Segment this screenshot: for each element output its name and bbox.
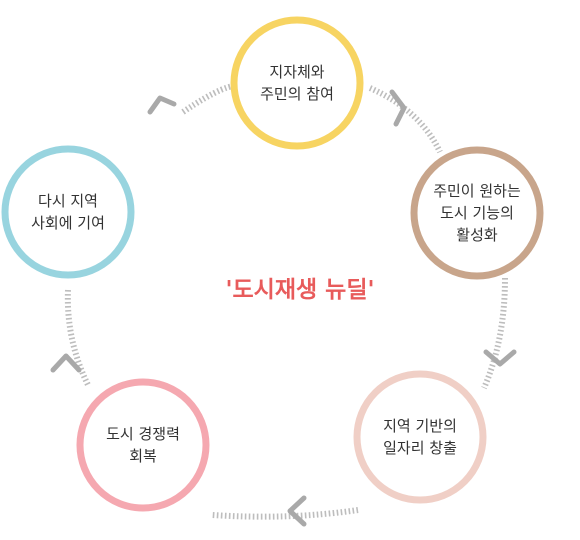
connector-3 bbox=[481, 277, 508, 390]
node-label-line: 도시 기능의 bbox=[440, 204, 514, 222]
node-label-line: 회복 bbox=[129, 447, 157, 465]
arrow-chevron-icon bbox=[287, 495, 307, 527]
node-label-line: 지자체와 bbox=[269, 63, 324, 81]
arrow-chevron-icon bbox=[147, 95, 177, 115]
node-circle bbox=[353, 370, 487, 504]
node-label-line: 도시 경쟁력 bbox=[106, 425, 180, 443]
node-label-line: 일자리 창출 bbox=[383, 439, 457, 457]
node-label-line: 주민이 원하는 bbox=[433, 182, 521, 200]
connector-1 bbox=[181, 82, 244, 115]
node-label-line: 사회에 기여 bbox=[31, 214, 105, 232]
node-circle bbox=[76, 378, 210, 512]
node-circle bbox=[230, 16, 364, 150]
node-label-line: 주민의 참여 bbox=[260, 85, 334, 103]
connector-2 bbox=[368, 85, 443, 154]
node-label-line: 다시 지역 bbox=[38, 192, 98, 210]
arrow-chevron-icon bbox=[50, 353, 82, 373]
node-label-line: 지역 기반의 bbox=[383, 417, 457, 435]
node-label-line: 활성화 bbox=[456, 226, 498, 244]
node-circle bbox=[410, 146, 544, 280]
center-title: '도시재생 뉴딜' bbox=[225, 277, 374, 303]
arrows bbox=[50, 89, 517, 527]
connector-4 bbox=[211, 507, 359, 520]
node-circle bbox=[1, 145, 135, 279]
arrow-chevron-icon bbox=[483, 349, 517, 367]
connector-5 bbox=[64, 289, 91, 387]
arrow-chevron-icon bbox=[389, 89, 407, 127]
connectors bbox=[64, 82, 508, 520]
